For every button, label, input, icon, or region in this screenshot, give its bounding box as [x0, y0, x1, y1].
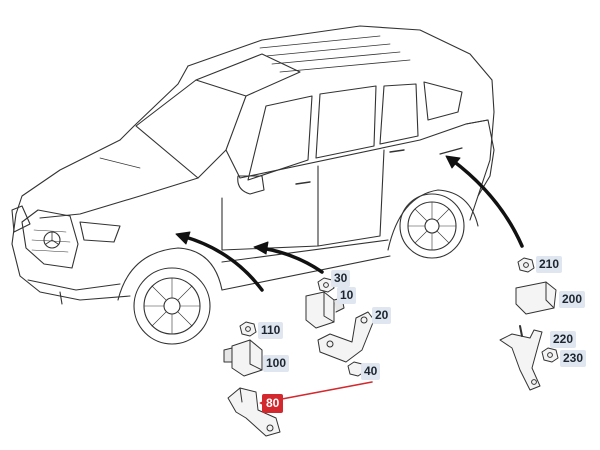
part-80-bracket — [227, 387, 281, 437]
callout-40: 40 — [361, 363, 381, 380]
callout-210: 210 — [536, 256, 563, 273]
part-110-nut — [239, 321, 257, 337]
callout-20: 20 — [372, 307, 392, 324]
callout-80-highlighted: 80 — [262, 394, 284, 413]
part-30-nut — [317, 277, 335, 293]
callout-220: 220 — [550, 331, 577, 348]
callout-110: 110 — [258, 322, 284, 339]
part-100-sensor — [223, 339, 263, 377]
part-20-bracket — [317, 311, 375, 363]
callout-100: 100 — [263, 355, 290, 372]
part-220-bracket — [499, 325, 543, 391]
car-body — [11, 25, 495, 345]
leader-arrows — [175, 155, 524, 292]
part-200-sensor — [515, 281, 557, 315]
callout-200: 200 — [559, 291, 586, 308]
callout-30: 30 — [331, 270, 351, 287]
part-230-nut — [541, 347, 559, 363]
part-210-nut — [517, 257, 535, 273]
callout-230: 230 — [560, 350, 587, 367]
callout-10: 10 — [337, 287, 357, 304]
